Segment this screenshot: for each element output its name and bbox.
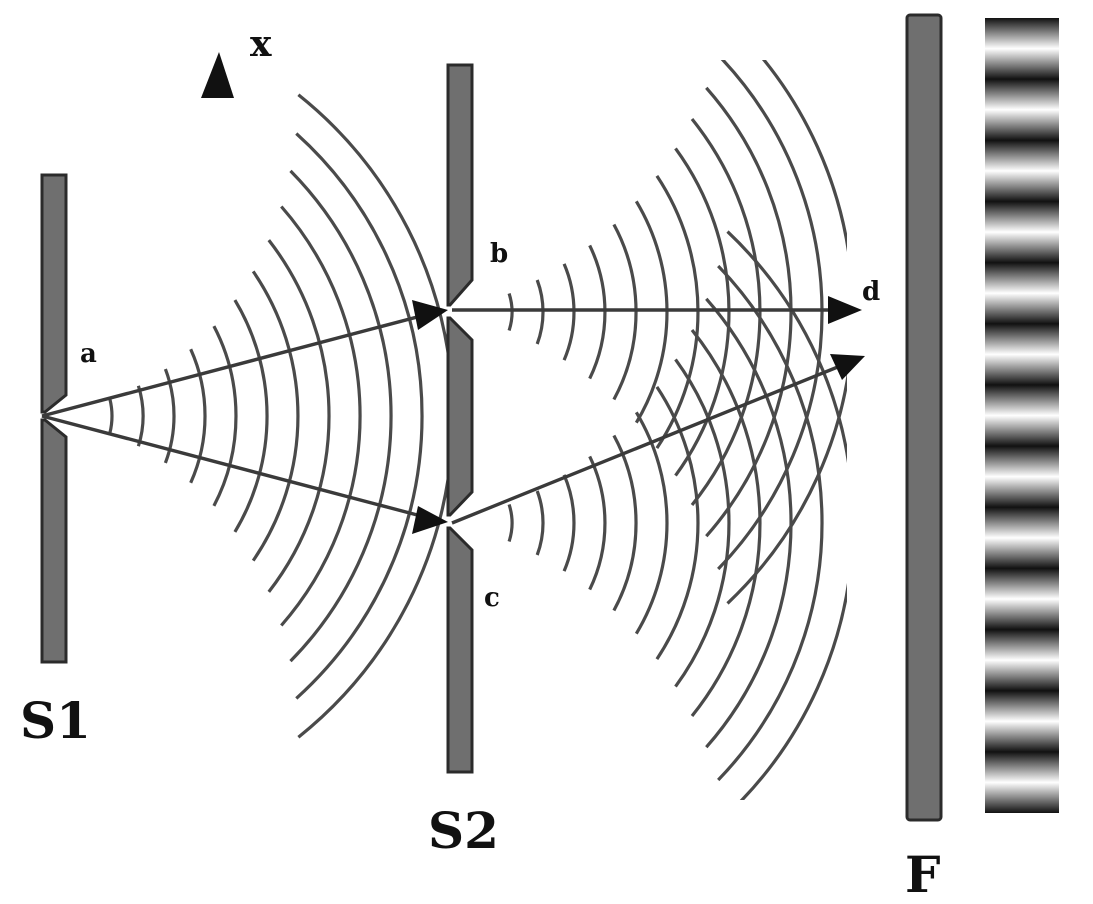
slit-label-b: b: [490, 239, 508, 269]
wavefront-arc: [612, 434, 638, 612]
wavefront-arc: [251, 270, 300, 562]
wavefront-arc: [655, 175, 700, 449]
arrowhead-b: [412, 300, 448, 330]
wavefront-arc: [690, 117, 762, 507]
wavefront-arc: [674, 147, 731, 477]
barrier-s1: [40, 173, 68, 664]
wavefront-arc: [655, 386, 700, 660]
wavefront-arc: [726, 230, 847, 800]
wavefronts-from-slit-b: [507, 60, 847, 605]
wavefronts-from-s1: [108, 93, 450, 739]
wavefronts-from-slit-c: [507, 230, 847, 800]
barrier-s2: [446, 63, 474, 774]
wavefront-arc: [163, 368, 176, 464]
wavefront-arc: [705, 86, 793, 538]
wavefront-arc: [507, 504, 514, 542]
barrier-label-s2: S2: [428, 801, 499, 860]
wavefront-arc: [136, 385, 145, 447]
wavefront-arc: [690, 328, 762, 718]
wavefront-arc: [233, 299, 269, 533]
wavefront-arc: [289, 169, 393, 663]
barrier-s2-middle: [446, 316, 474, 517]
axis-indicator: x: [201, 23, 272, 98]
up-arrow-icon: [201, 52, 234, 98]
wavefront-arc: [212, 325, 238, 507]
wavefront-arc: [295, 132, 424, 700]
barrier-s2-bottom: [446, 526, 474, 774]
ray-a-to-c: [41, 414, 441, 523]
ray-a-to-b: [41, 309, 441, 418]
wavefront-arc: [189, 348, 207, 484]
arrowhead-c: [412, 506, 448, 534]
wavefront-arc: [507, 293, 514, 331]
ray-c-to-d: [451, 358, 856, 525]
point-label-d: d: [862, 277, 880, 307]
wavefront-arc: [267, 239, 331, 593]
barrier-s1-lower: [40, 418, 68, 664]
wavefront-arc: [562, 263, 576, 361]
wavefront-arc: [634, 411, 669, 635]
wavefront-arc: [717, 264, 824, 782]
wavefront-arc: [588, 244, 607, 380]
barrier-label-s1: S1: [20, 691, 91, 750]
arrowhead-d-bottom: [830, 354, 865, 380]
screen-label-f: F: [905, 845, 941, 904]
barrier-s1-upper: [40, 173, 68, 414]
slit-label-a: a: [80, 339, 97, 369]
wavefront-arc: [612, 223, 638, 401]
slit-label-c: c: [484, 583, 500, 613]
wavefront-arc: [705, 297, 793, 749]
wavefront-arc: [280, 205, 362, 627]
wavefront-arc: [535, 490, 545, 556]
wavefront-arc: [674, 358, 731, 688]
axis-label: x: [250, 23, 272, 65]
rays: [41, 296, 865, 534]
wavefront-arc: [108, 398, 114, 434]
screen-f: [905, 13, 943, 822]
wavefront-arc: [297, 93, 450, 739]
fringe-bar: [985, 18, 1059, 813]
barrier-s2-top: [446, 63, 474, 307]
wavefront-arc: [634, 200, 669, 424]
interference-pattern: [985, 18, 1059, 813]
arrowhead-d-top: [828, 296, 862, 324]
wavefront-arc: [535, 279, 545, 345]
wavefront-arc: [562, 474, 576, 572]
wavefront-arc: [717, 60, 824, 571]
wavefront-arc: [588, 455, 607, 591]
